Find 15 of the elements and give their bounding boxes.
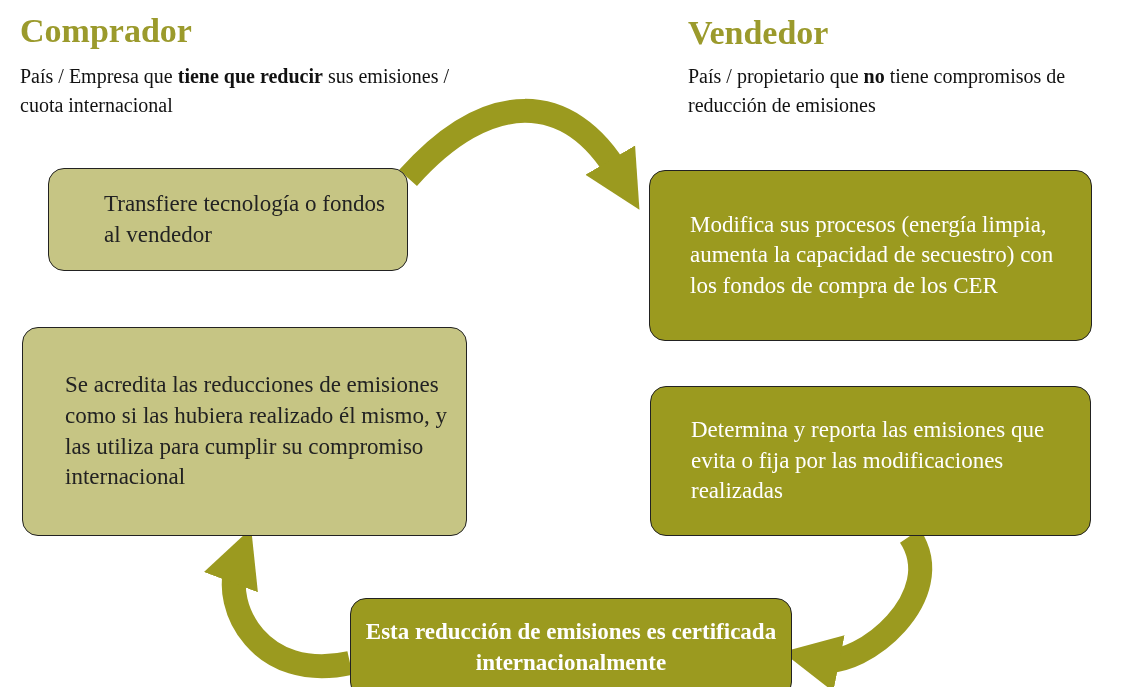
- box-text: Se acredita las reducciones de emisiones como si las hubiera realizado él mismo, y las utiliza para cumplir su compromiso internacional: [65, 371, 448, 492]
- box-text: Esta reducción de emisiones es certificada internacionalmente: [364, 618, 778, 677]
- description: País / propietario que no tiene compromisos de reducción de emisiones: [688, 64, 1067, 118]
- action-box: [22, 327, 467, 536]
- heading: Comprador: [20, 12, 193, 50]
- heading: Vendedor: [688, 14, 830, 52]
- box-text: Modifica sus procesos (energía limpia, aumenta la capacidad de secuestro) con los fondos de compra de los CER: [690, 210, 1055, 300]
- box-text: Determina y reporta las emisiones que evita o fija por las modificaciones realizadas: [691, 416, 1046, 506]
- action-box: [48, 168, 408, 271]
- process-box: [649, 170, 1092, 341]
- certification-box: [350, 598, 792, 687]
- description: País / Empresa que tiene que reducir sus emisiones / cuota internacional: [20, 64, 450, 118]
- process-box: [650, 386, 1091, 536]
- curved-arrow: [399, 98, 642, 209]
- box-text: Transfiere tecnología o fondos al vendedor: [104, 189, 386, 249]
